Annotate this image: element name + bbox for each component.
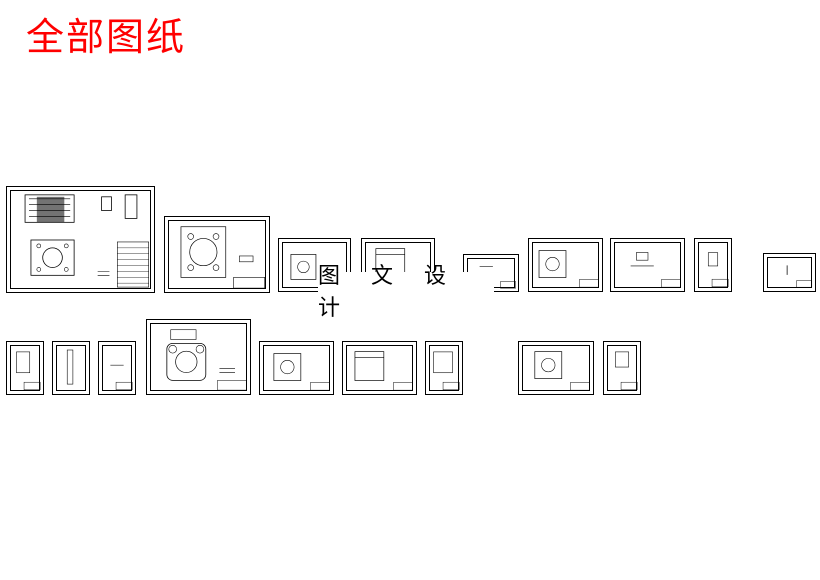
- drawing-sheet-10[interactable]: [6, 341, 44, 395]
- drawing-sheet-16[interactable]: [425, 341, 463, 395]
- drawing-sheet-13[interactable]: [146, 319, 251, 395]
- drawing-sheet-8[interactable]: [694, 238, 732, 292]
- watermark-text: 图 文 设 计: [318, 264, 494, 321]
- drawing-sheet-11[interactable]: [52, 341, 90, 395]
- drawing-sheet-18[interactable]: [603, 341, 641, 395]
- page-title: 全部图纸: [26, 15, 187, 59]
- drawing-sheet-6[interactable]: [528, 238, 603, 292]
- drawing-sheet-2[interactable]: [164, 216, 270, 293]
- drawing-sheet-9[interactable]: [763, 253, 816, 292]
- drawing-sheet-14[interactable]: [259, 341, 334, 395]
- drawing-sheet-7[interactable]: [610, 238, 685, 292]
- drawing-sheet-15[interactable]: [342, 341, 417, 395]
- drawing-sheet-17[interactable]: [518, 341, 594, 395]
- drawing-sheet-12[interactable]: [98, 341, 136, 395]
- drawing-sheet-assembly[interactable]: [6, 186, 155, 293]
